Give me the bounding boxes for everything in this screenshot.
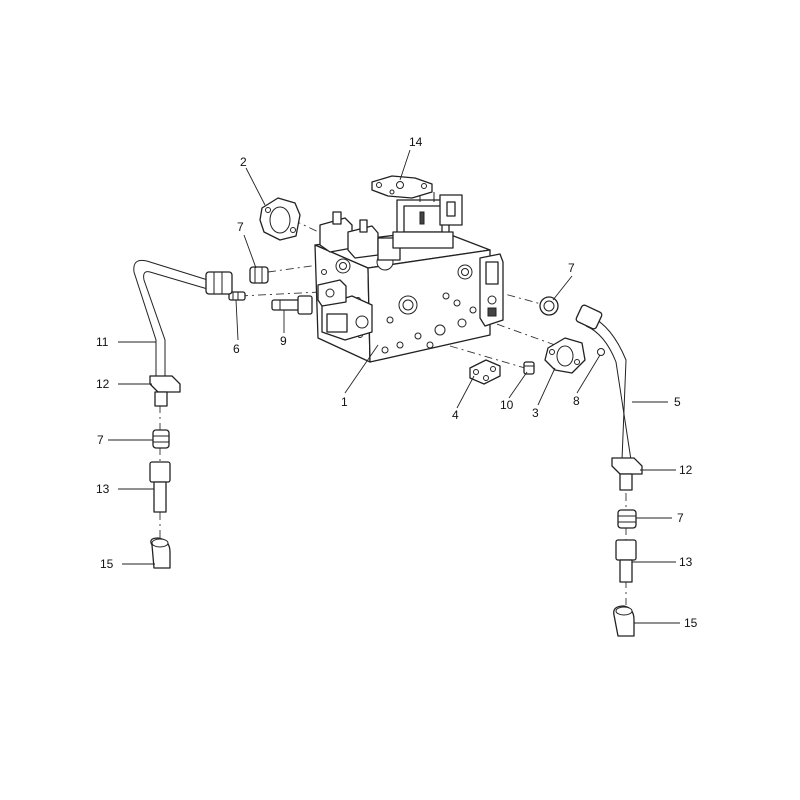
callout-14: 14 <box>409 135 423 149</box>
part-7-fitting-lower-left <box>152 429 170 449</box>
callout-12-right: 12 <box>679 463 693 477</box>
callout-13-left: 13 <box>96 482 110 496</box>
callout-7-upper-left: 7 <box>237 220 244 234</box>
part-12-clamp-left <box>149 375 181 407</box>
callout-13-right: 13 <box>679 555 693 569</box>
callout-8: 8 <box>573 394 580 408</box>
callout-4: 4 <box>452 408 459 422</box>
callout-9: 9 <box>280 334 287 348</box>
callout-15-left: 15 <box>100 557 114 571</box>
solenoid-valves <box>319 190 463 261</box>
leader-lines <box>108 149 680 624</box>
part-14-top-plate <box>371 175 433 199</box>
callout-2: 2 <box>240 155 247 169</box>
part-6-fitting <box>228 291 246 301</box>
part-5-tube-right <box>575 304 632 461</box>
callout-11: 11 <box>96 335 109 349</box>
callout-1: 1 <box>341 395 348 409</box>
part-7-fitting-left <box>249 266 269 284</box>
part-11-tube-left <box>133 259 233 384</box>
callout-5: 5 <box>674 395 681 409</box>
callout-15-right: 15 <box>684 616 698 630</box>
part-15-cap-right <box>613 605 635 637</box>
callout-7-upper-right: 7 <box>568 261 575 275</box>
part-12-clamp-right <box>611 457 643 491</box>
callout-10: 10 <box>500 398 514 412</box>
part-13-fitting-left <box>149 461 171 513</box>
part-10-plug <box>523 361 535 375</box>
part-2-flange <box>259 197 301 241</box>
callout-3: 3 <box>532 406 539 420</box>
callout-7-lower-left: 7 <box>97 433 104 447</box>
part-3-flange <box>544 337 586 374</box>
part-13-fitting-right <box>615 539 637 583</box>
part-7-fitting-right <box>539 296 559 316</box>
part-9-adapter <box>271 295 313 315</box>
part-7-fitting-lower-right <box>617 509 637 529</box>
part-8-oring <box>597 348 605 356</box>
callout-labels: 2 14 7 6 9 1 4 10 3 8 7 11 12 7 13 15 5 … <box>96 135 698 630</box>
callout-12-left: 12 <box>96 377 110 391</box>
cartridge-valve <box>317 279 373 341</box>
callout-6: 6 <box>233 342 240 356</box>
part-15-cap-left <box>150 537 171 569</box>
part-4-flange-half <box>469 359 501 385</box>
callout-7-lower-right: 7 <box>677 511 684 525</box>
side-valve <box>479 253 504 327</box>
